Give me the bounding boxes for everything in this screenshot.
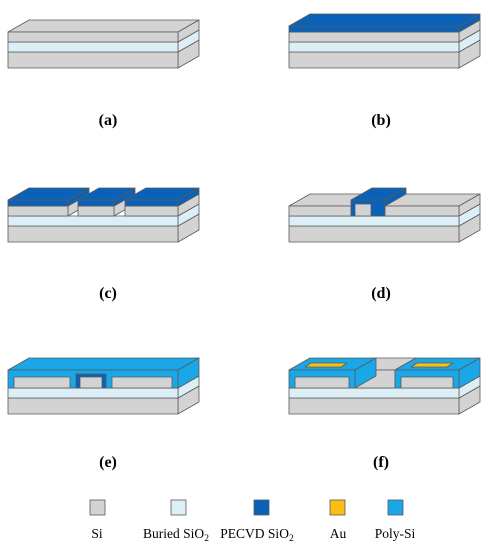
buried-oxide-layer-front <box>288 41 460 53</box>
bottom-si-layer-front <box>7 397 179 415</box>
pecvd-oxide-layer-top <box>288 13 481 27</box>
embedded-core-si <box>79 376 103 389</box>
device-si-layer-top <box>7 19 200 33</box>
device-si-left-front <box>288 205 352 217</box>
legend-label-si: Si <box>91 526 103 541</box>
device-si-layer-front <box>288 31 460 43</box>
panel-label-d: (d) <box>371 285 391 302</box>
buried-oxide-layer-front <box>7 41 179 53</box>
legend-label-pecvd-sio2: PECVD SiO2 <box>220 526 294 544</box>
legend-label-buried-sio2: Buried SiO2 <box>143 526 209 544</box>
bottom-si-layer-front <box>288 397 460 415</box>
legend: Si Buried SiO2 PECVD SiO2 Au Poly-Si <box>89 499 416 544</box>
pecvd-oxide-layer-front <box>288 25 460 33</box>
bottom-si-layer-front <box>288 51 460 69</box>
patterned-si-1-front <box>77 205 115 217</box>
patterned-si-2-front <box>124 205 179 217</box>
patterned-si-0-front <box>7 205 69 217</box>
legend-swatch-pecvd-sio2 <box>253 499 270 516</box>
panel-label-b: (b) <box>371 112 391 129</box>
legend-label-poly-si: Poly-Si <box>375 526 416 541</box>
panel-label-e: (e) <box>99 454 117 471</box>
au-pad-left <box>304 362 348 368</box>
embedded-si-right <box>111 376 173 389</box>
legend-swatch-buried-sio2 <box>170 499 187 516</box>
au-pad-right <box>410 362 454 368</box>
bottom-si-layer-front <box>7 225 179 243</box>
panel-c-diagram <box>7 187 200 243</box>
island-si-right <box>400 376 454 389</box>
panel-label-f: (f) <box>373 454 389 471</box>
panel-f-diagram <box>288 357 481 415</box>
bottom-si-layer-front <box>7 51 179 69</box>
bottom-si-layer-front <box>288 225 460 243</box>
poly-si-layer-top <box>7 357 200 371</box>
panel-e-diagram <box>7 357 200 415</box>
buried-oxide-layer-front <box>288 215 460 227</box>
embedded-si-left <box>13 376 71 389</box>
buried-oxide-layer-front <box>7 215 179 227</box>
island-si-left <box>294 376 350 389</box>
legend-label-au: Au <box>330 526 347 541</box>
device-si-right-front <box>384 205 460 217</box>
panel-b-diagram <box>288 13 481 69</box>
legend-swatch-au <box>329 499 346 516</box>
legend-swatch-poly-si <box>387 499 404 516</box>
legend-swatch-si <box>89 499 106 516</box>
patterned-oxide-0-front <box>7 199 69 207</box>
panel-label-a: (a) <box>99 112 118 129</box>
panel-a-diagram <box>7 19 200 69</box>
core-si <box>354 203 372 217</box>
buried-oxide-layer-front <box>288 387 460 399</box>
patterned-oxide-2-front <box>124 199 179 207</box>
patterned-oxide-1-front <box>77 199 115 207</box>
buried-oxide-layer-front <box>7 387 179 399</box>
panel-d-diagram <box>288 187 481 243</box>
panel-label-c: (c) <box>99 285 117 302</box>
device-si-layer-front <box>7 31 179 43</box>
